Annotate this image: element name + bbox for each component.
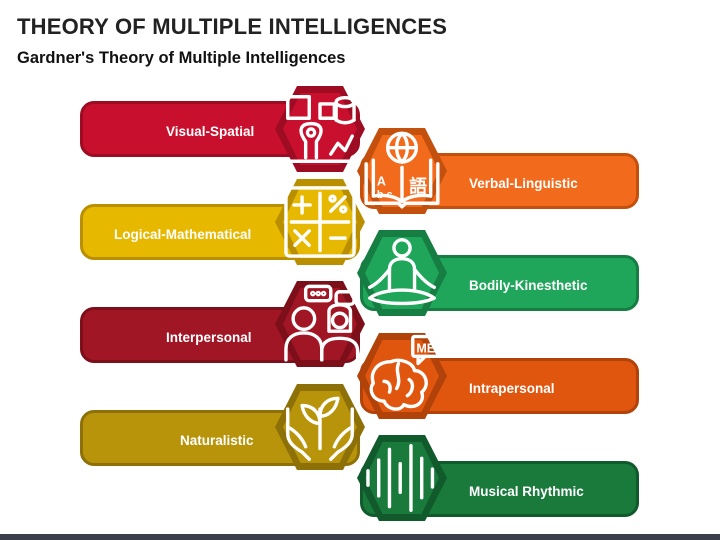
hexagon-intrapersonal: ME: [357, 333, 447, 419]
hexagon-visual-spatial: [275, 86, 365, 172]
svg-text:A: A: [377, 174, 386, 188]
page-title: THEORY OF MULTIPLE INTELLIGENCES: [17, 14, 448, 39]
pill-label: Naturalistic: [180, 433, 254, 448]
pill-label: Verbal-Linguistic: [469, 176, 578, 191]
pill-label: Logical-Mathematical: [114, 227, 252, 242]
hexagon-verbal-linguistic: A b c 語: [357, 128, 447, 214]
pill-label: Interpersonal: [166, 330, 252, 345]
pill-label: Bodily-Kinesthetic: [469, 278, 588, 293]
hexagon-logical-mathematical: [275, 179, 365, 265]
svg-text:語: 語: [409, 176, 427, 197]
hexagon-interpersonal: [275, 281, 365, 367]
book-globe-icon: A b c 語: [364, 131, 440, 209]
pill-label: Musical Rhythmic: [469, 484, 584, 499]
hexagon-musical-rhythmic: [357, 435, 447, 521]
conversation-icon: [284, 284, 360, 362]
pill-label: Intrapersonal: [469, 381, 555, 396]
sound-wave-icon: [366, 444, 435, 512]
brain-me-icon: ME: [369, 334, 444, 411]
page-subtitle: Gardner's Theory of Multiple Intelligenc…: [17, 49, 346, 67]
hands-plant-icon: [286, 396, 354, 461]
svg-text:ME: ME: [416, 342, 435, 356]
hexagon-bodily-kinesthetic: [357, 230, 447, 316]
bottom-bar: [0, 534, 720, 540]
math-symbols-icon: [284, 186, 356, 258]
hexagon-naturalistic: [275, 384, 365, 470]
pill-label: Visual-Spatial: [166, 124, 255, 139]
visual-spatial-icon: [286, 95, 356, 163]
svg-text:b c: b c: [377, 189, 393, 201]
meditation-icon: [368, 238, 436, 306]
